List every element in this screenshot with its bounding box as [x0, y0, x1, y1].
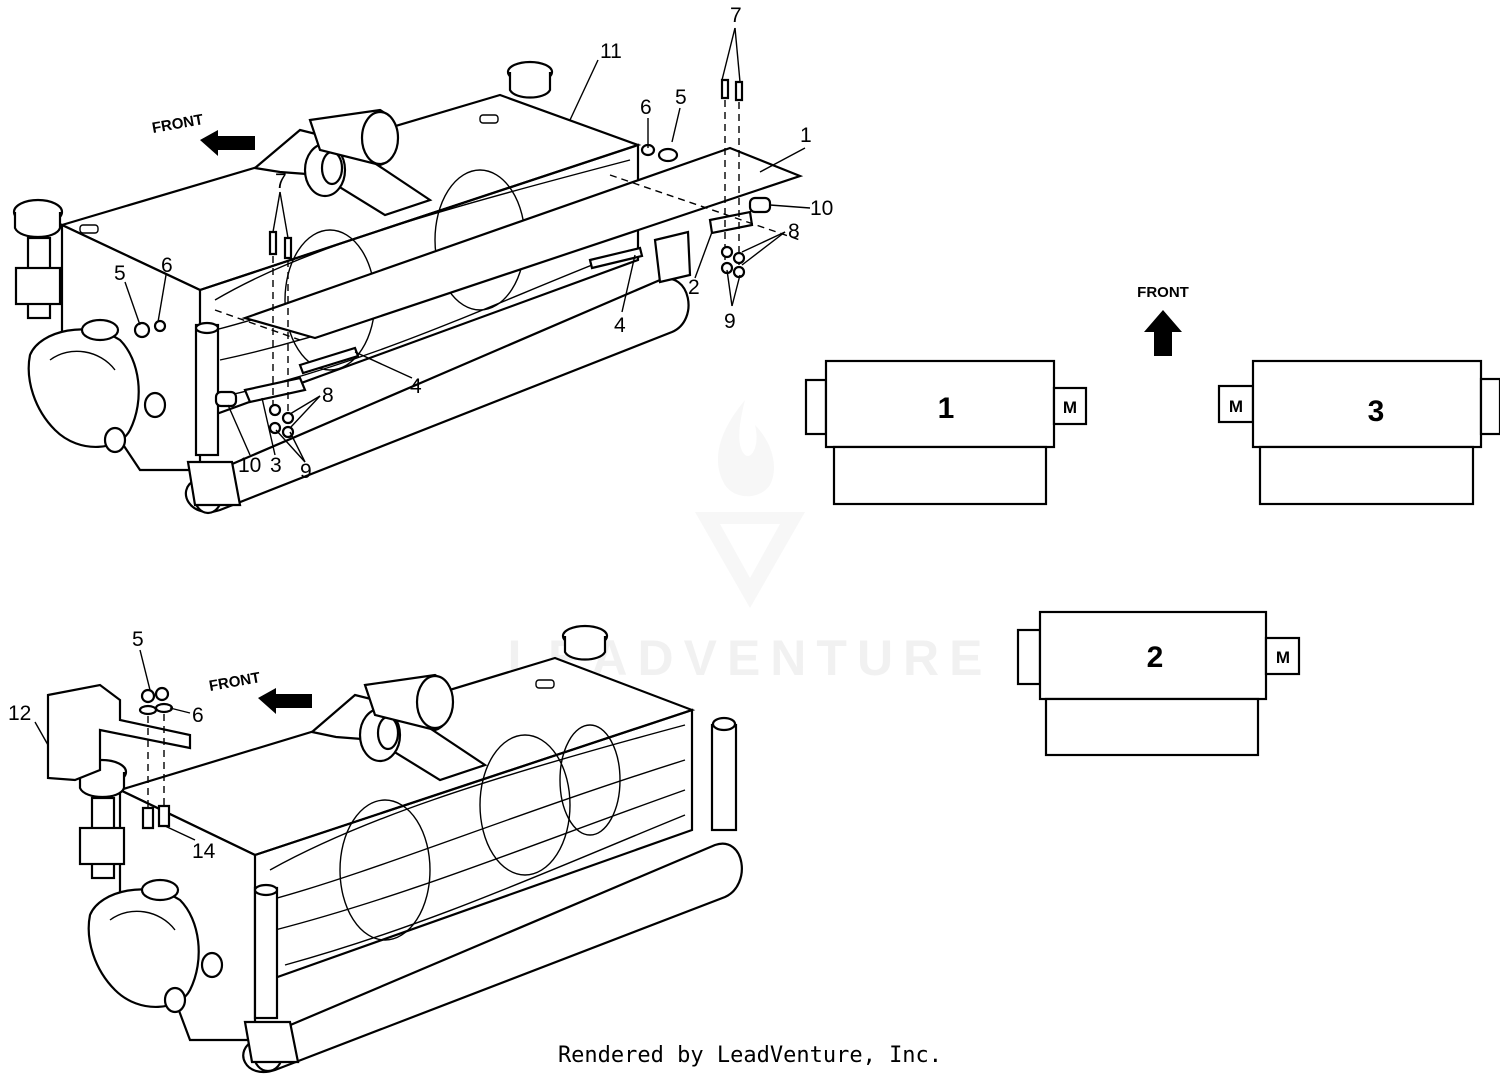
callout-7-top-right: 7	[730, 4, 742, 27]
top-callouts: 11 7 5 6 1 10 8 2 9 4 4 7 6 5 8 10 3 9	[114, 4, 833, 483]
front-label-bottom: FRONT	[208, 669, 262, 695]
front-arrow-icon	[200, 130, 255, 156]
front-arrow-icon-bottom	[258, 688, 312, 714]
callout-8-left: 8	[322, 384, 334, 407]
callout-11: 11	[600, 40, 622, 63]
unit-2-motor-label: M	[1276, 648, 1290, 667]
unit-2-number: 2	[1147, 641, 1164, 674]
callout-12: 12	[8, 702, 31, 725]
unit-layout-diagram: FRONT M 1 M 3 M 2	[804, 284, 1500, 757]
unit-3-motor-label: M	[1229, 397, 1243, 416]
callout-7-left: 7	[275, 170, 287, 193]
unit-1-motor-label: M	[1063, 398, 1077, 417]
front-label-top: FRONT	[151, 111, 205, 137]
callout-6-left: 6	[161, 254, 173, 277]
callout-3: 3	[270, 454, 282, 477]
callout-14: 14	[192, 840, 216, 863]
watermark-logo-icon	[695, 400, 805, 608]
layout-front-arrow-icon	[1144, 310, 1182, 356]
callout-2: 2	[688, 276, 700, 299]
callout-10-right: 10	[810, 197, 833, 220]
callout-5-left: 5	[114, 262, 126, 285]
bottom-reel-assembly: FRONT	[34, 624, 743, 1073]
callout-6-bottom: 6	[192, 704, 204, 727]
footer-credit: Rendered by LeadVenture, Inc.	[558, 1043, 942, 1068]
unit-3: M 3	[1217, 359, 1500, 506]
callout-5-bottom: 5	[132, 628, 144, 651]
callout-4-right: 4	[614, 314, 626, 337]
callout-9-left: 9	[300, 460, 312, 483]
bottom-callouts: 5 6 12 14	[8, 628, 216, 863]
unit-1: M 1	[804, 359, 1088, 506]
top-reel-assembly: FRONT	[12, 27, 811, 515]
unit-1-number: 1	[938, 392, 955, 425]
callout-1: 1	[800, 124, 812, 147]
callout-4-left: 4	[410, 375, 422, 398]
callout-5-top-right: 5	[675, 86, 687, 109]
unit-2: M 2	[1016, 610, 1301, 757]
callout-6-top-right: 6	[640, 96, 652, 119]
unit-3-number: 3	[1368, 395, 1385, 428]
callout-8-right: 8	[788, 220, 800, 243]
layout-front-label: FRONT	[1137, 284, 1189, 301]
callout-9-right: 9	[724, 310, 736, 333]
callout-10-left: 10	[238, 454, 261, 477]
